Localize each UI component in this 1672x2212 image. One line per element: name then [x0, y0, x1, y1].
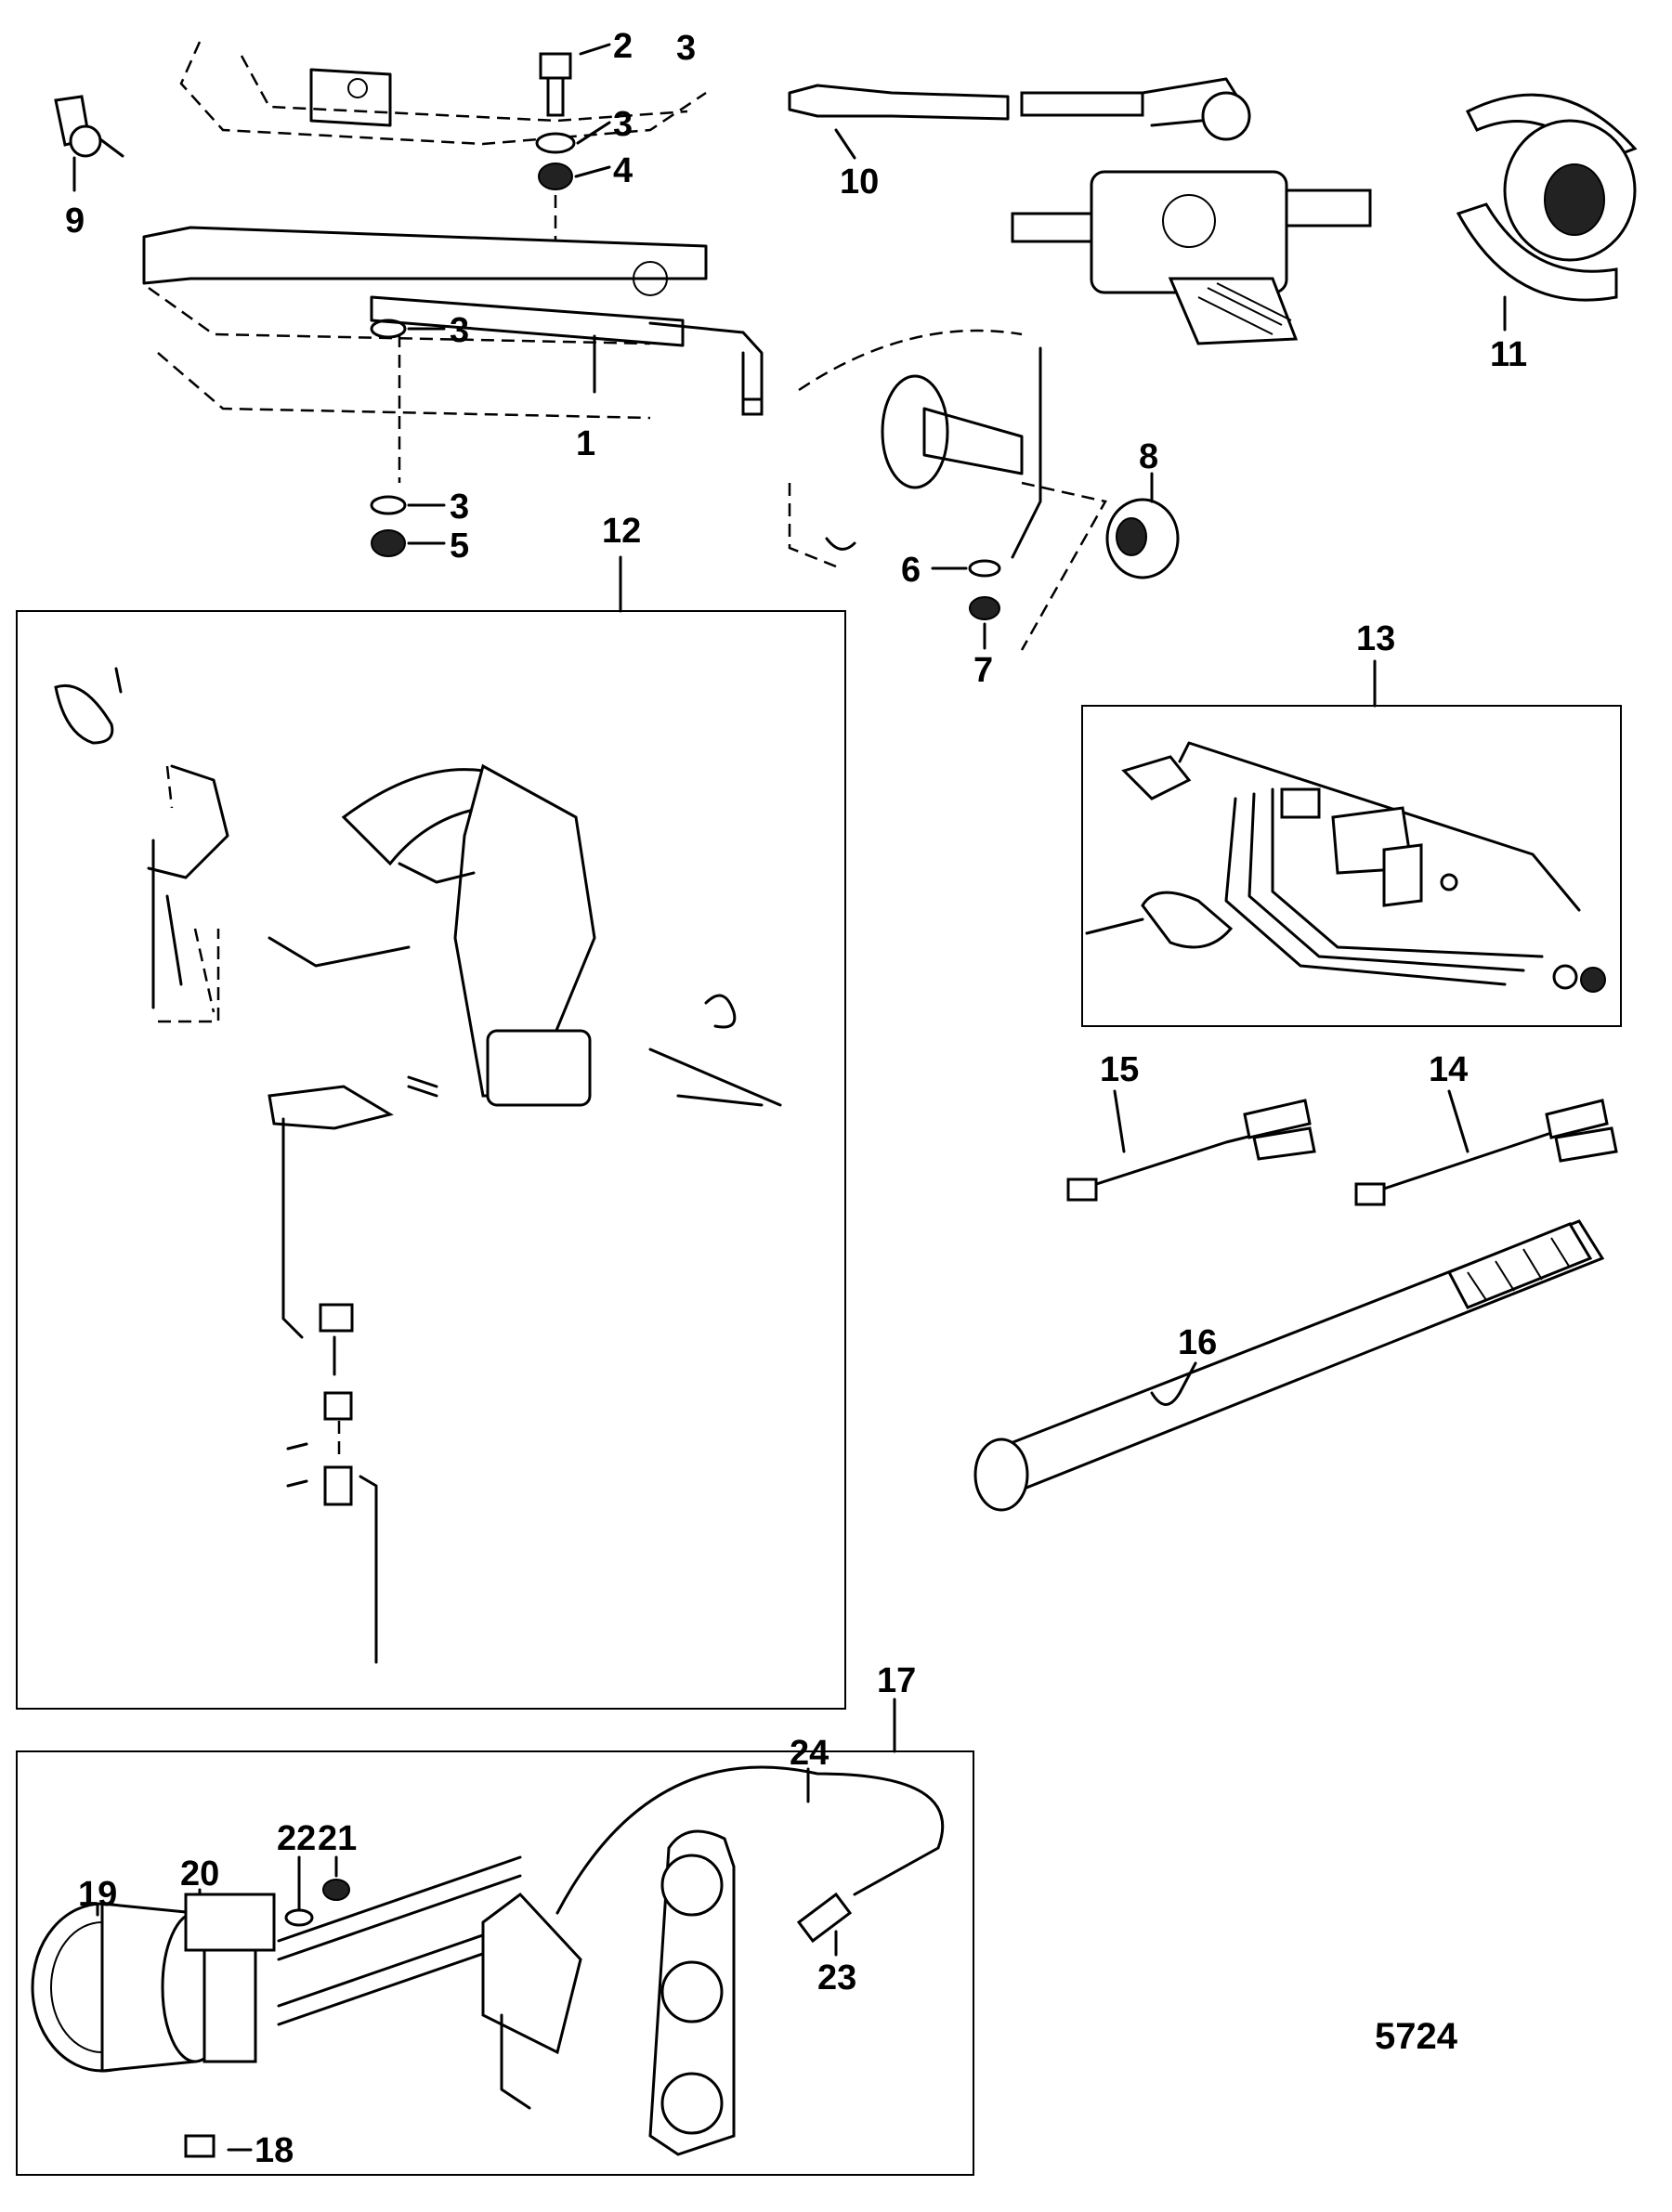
part-grommet-11 — [1456, 93, 1638, 302]
part-washer-6 — [968, 559, 1001, 578]
callout-23: 23 — [817, 1958, 856, 1997]
steering-pivot — [788, 329, 1107, 651]
part-sender-lead-14 — [1354, 1099, 1618, 1206]
figure-number: 5724 — [1375, 2016, 1458, 2057]
part-nut-5 — [371, 529, 406, 557]
callout-20: 20 — [180, 1854, 219, 1893]
part-bolt-2 — [539, 52, 572, 117]
part-nut-7 — [969, 596, 1000, 620]
box-12-frame — [16, 610, 846, 1710]
callout-16: 16 — [1178, 1323, 1217, 1362]
callout-3-mid: 3 — [450, 311, 469, 350]
part-washer-3a — [535, 132, 576, 154]
callout-1: 1 — [576, 424, 595, 463]
callout-9: 9 — [65, 202, 85, 241]
part-link-rod-1 — [370, 295, 764, 416]
leader-lines — [72, 43, 1507, 2152]
callout-11: 11 — [1490, 335, 1527, 374]
linkage-assembly-12 — [54, 667, 782, 1664]
callout-2: 2 — [613, 27, 633, 66]
gauge-kit-17 — [31, 1765, 945, 2158]
wiring-harness-13 — [1085, 741, 1606, 993]
callout-19: 19 — [78, 1875, 117, 1914]
callout-14: 14 — [1429, 1050, 1468, 1089]
part-sender-lead-15 — [1066, 1099, 1316, 1202]
part-fitting-9 — [54, 95, 124, 158]
part-throttle-cable-10 — [788, 77, 1372, 345]
part-nut-4 — [538, 163, 573, 190]
callout-5: 5 — [450, 527, 469, 566]
callout-8: 8 — [1139, 437, 1158, 476]
callout-4: 4 — [613, 151, 633, 190]
callout-12: 12 — [602, 512, 641, 551]
callout-13: 13 — [1356, 619, 1395, 658]
part-cap-8 — [1105, 498, 1180, 579]
callout-21: 21 — [318, 1819, 357, 1858]
mounting-bracket — [142, 41, 708, 420]
callout-18: 18 — [255, 2131, 294, 2170]
part-washer-3c — [370, 495, 407, 515]
box-17-frame — [16, 1750, 974, 2176]
callout-24: 24 — [790, 1734, 829, 1773]
callout-3-lower: 3 — [450, 488, 469, 527]
callout-6: 6 — [901, 551, 921, 590]
callout-7: 7 — [973, 651, 993, 690]
callout-15: 15 — [1100, 1050, 1139, 1089]
part-tiller-extension-16 — [973, 1219, 1605, 1512]
callout-10: 10 — [840, 163, 879, 202]
callout-3-washer: 3 — [613, 105, 633, 144]
callout-22: 22 — [277, 1819, 316, 1858]
callout-3-top: 3 — [676, 29, 696, 68]
box-13-frame — [1081, 705, 1622, 1027]
callout-17: 17 — [877, 1661, 916, 1700]
